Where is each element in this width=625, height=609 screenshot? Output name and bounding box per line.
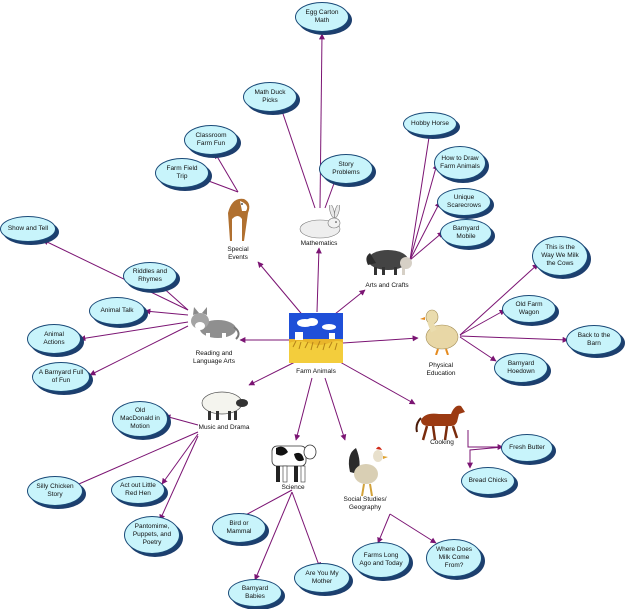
- bubble-hobby-horse[interactable]: Hobby Horse: [403, 112, 457, 136]
- bubble-old-macdonald[interactable]: Old MacDonald in Motion: [112, 401, 168, 437]
- bubble-math-duck-picks[interactable]: Math Duck Picks: [243, 82, 297, 112]
- edge-center-cooking: [339, 361, 416, 405]
- bubble-where-milk[interactable]: Where Does Milk Come From?: [426, 539, 482, 577]
- bubble-barnyard-babies[interactable]: Barnyard Babies: [228, 579, 282, 607]
- bubble-bird-or-mammal[interactable]: Bird or Mammal: [212, 513, 266, 543]
- bubble-back-to-barn[interactable]: Back to the Barn: [566, 325, 622, 355]
- category-music-drama: Music and Drama: [198, 424, 250, 431]
- edge-center-special: [257, 261, 306, 319]
- bubble-farm-field-trip[interactable]: Farm Field Trip: [155, 158, 209, 188]
- horse-image: [415, 405, 465, 441]
- bubble-fresh-butter[interactable]: Fresh Butter: [501, 434, 553, 462]
- category-social-studies: Social Studies/ Geography: [343, 496, 387, 511]
- bubble-animal-talk[interactable]: Animal Talk: [89, 297, 145, 325]
- category-cooking: Cooking: [430, 439, 454, 446]
- rooster-image: [348, 446, 388, 497]
- kitten-image: [191, 307, 240, 342]
- category-reading: Reading and Language Arts: [193, 350, 235, 365]
- collie-dog-image: [228, 198, 250, 241]
- edge-center-physical: [342, 335, 419, 344]
- center-label: Farm Animals: [296, 368, 336, 375]
- category-mathematics: Mathematics: [300, 240, 338, 247]
- bubble-are-you-my-mother[interactable]: Are You My Mother: [294, 563, 350, 593]
- edge-center-math: [315, 247, 322, 313]
- category-arts-crafts: Arts and Crafts: [365, 282, 409, 289]
- bubble-animal-actions[interactable]: Animal Actions: [27, 324, 81, 354]
- bubble-bread-chicks[interactable]: Bread Chicks: [461, 467, 515, 495]
- rabbit-image: [299, 205, 341, 239]
- bubble-act-out-red-hen[interactable]: Act out Little Red Hen: [111, 476, 165, 504]
- bubble-barnyard-full-fun[interactable]: A Barnyard Full of Fun: [32, 362, 90, 392]
- bubble-farms-long-ago[interactable]: Farms Long Ago and Today: [352, 542, 410, 578]
- edge-center-music: [248, 361, 296, 386]
- bubble-classroom-farm-fun[interactable]: Classroom Farm Fun: [184, 125, 238, 155]
- farm-scene-image: [289, 313, 343, 363]
- bubble-riddles-rhymes[interactable]: Riddles and Rhymes: [123, 262, 177, 290]
- bubble-silly-chicken[interactable]: Silly Chicken Story: [27, 476, 83, 506]
- bubble-this-is-the-way[interactable]: This is the Way We Milk the Cows: [532, 236, 588, 276]
- category-physical-ed: Physical Education: [426, 362, 456, 377]
- bubble-pantomime[interactable]: Pantomime, Puppets, and Poetry: [124, 516, 180, 554]
- pig-image: [366, 250, 412, 275]
- bubble-unique-scarecrows[interactable]: Unique Scarecrows: [437, 188, 491, 216]
- edge-center-science: [294, 377, 313, 441]
- category-science: Science: [281, 484, 305, 491]
- bubble-egg-carton-math[interactable]: Egg Carton Math: [295, 2, 349, 32]
- bubble-how-to-draw[interactable]: How to Draw Farm Animals: [434, 146, 486, 180]
- edge-center-social: [324, 377, 347, 441]
- cow-image: [271, 444, 317, 483]
- bubble-old-farm-wagon[interactable]: Old Farm Wagon: [502, 295, 556, 323]
- bubble-show-and-tell[interactable]: Show and Tell: [0, 216, 56, 242]
- sheep-image: [201, 391, 248, 420]
- bubble-barnyard-mobile[interactable]: Barnyard Mobile: [440, 219, 492, 247]
- bubble-story-problems[interactable]: Story Problems: [319, 154, 373, 184]
- category-special-events: Special Events: [227, 246, 249, 261]
- bubble-barnyard-hoedown[interactable]: Barnyard Hoedown: [494, 353, 548, 383]
- duck-image: [420, 309, 459, 355]
